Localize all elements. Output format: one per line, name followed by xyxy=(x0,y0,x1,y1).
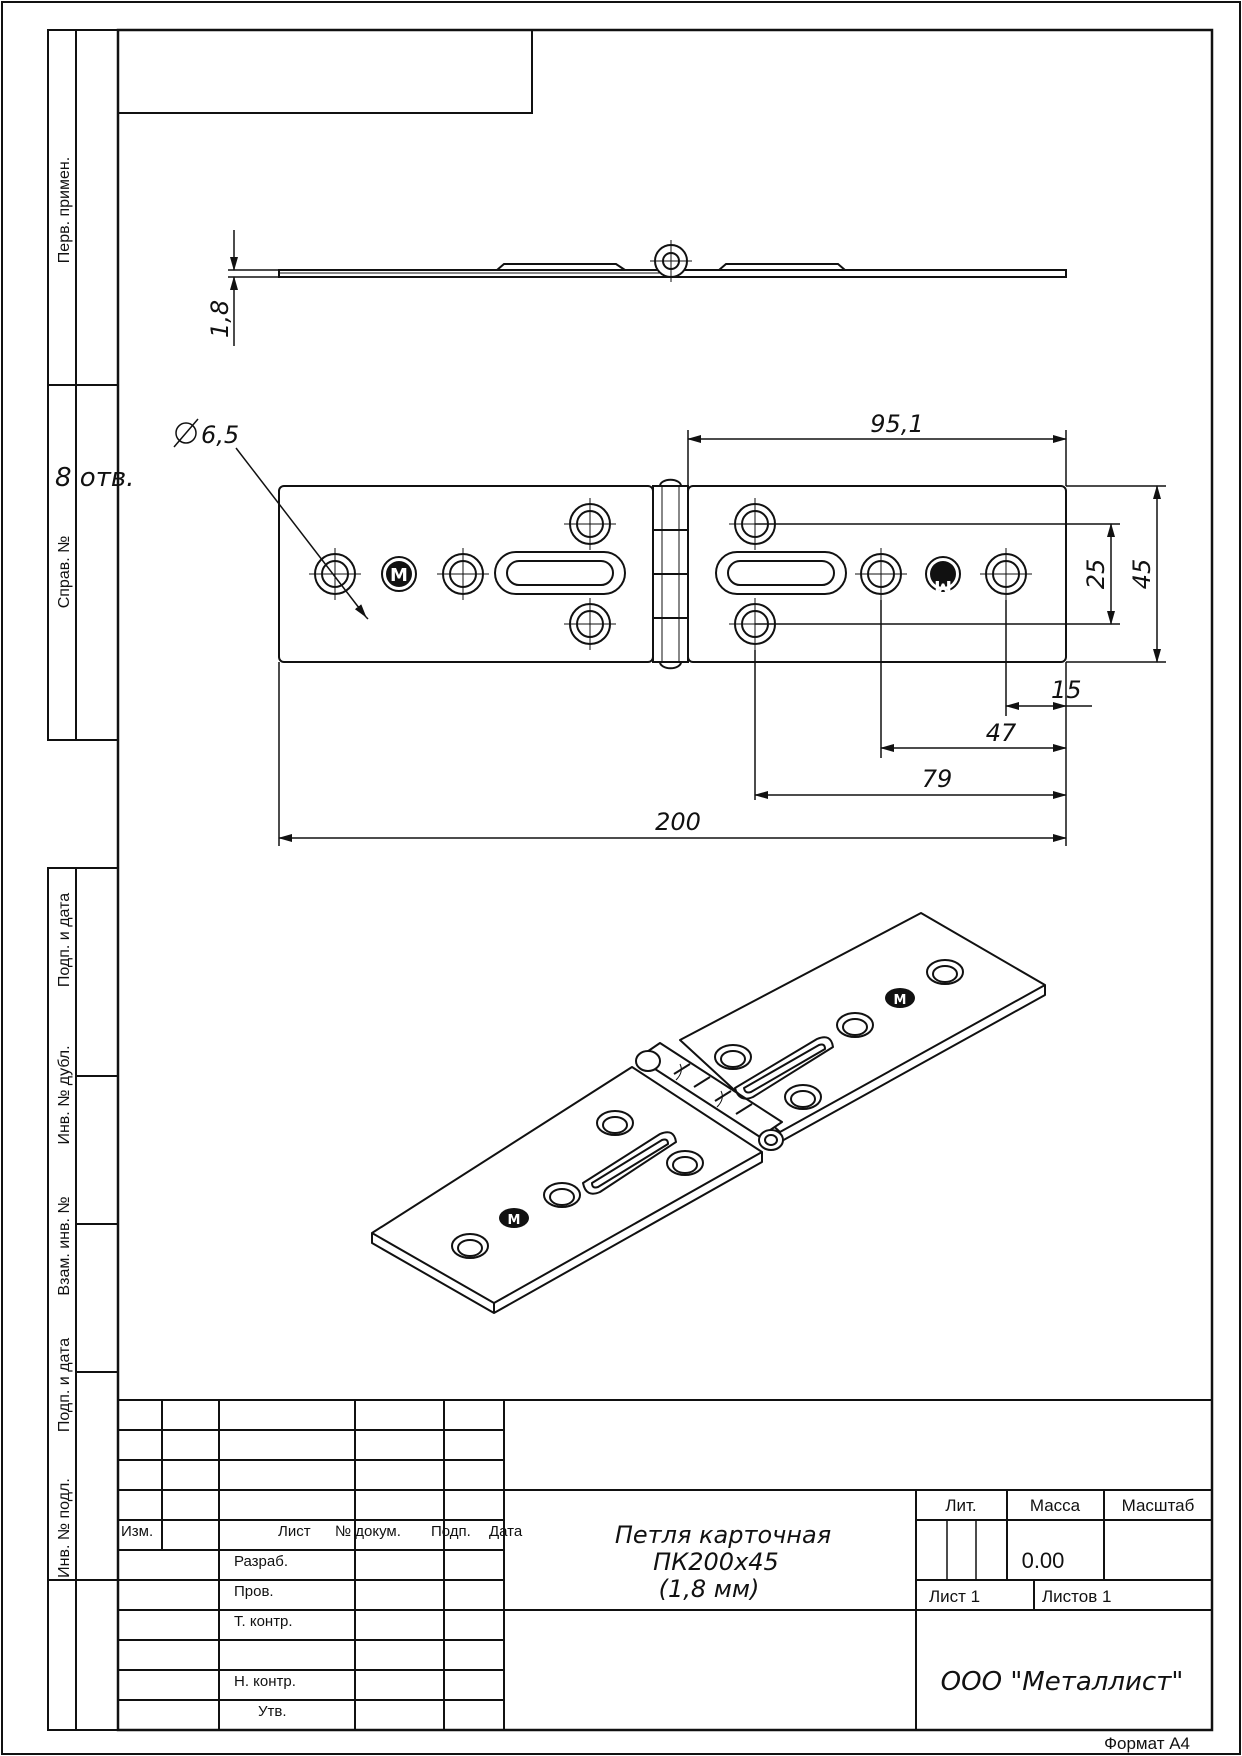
side-label-inv-podl: Инв. № подл. xyxy=(56,1478,73,1578)
svg-text:M: M xyxy=(390,565,408,586)
thickness-label: 1,8 xyxy=(206,300,234,338)
stamp-n-dokum: № докум. xyxy=(335,1523,401,1540)
hole-count-label: 8 отв. xyxy=(55,463,134,493)
plan-view xyxy=(278,478,1067,670)
diameter-leader xyxy=(173,418,369,620)
stamp-podp: Подп. xyxy=(431,1523,471,1540)
top-designation-box xyxy=(117,29,533,114)
side-label-perv-primen: Перв. примен. xyxy=(56,157,73,263)
stamp-masshtab: Масштаб xyxy=(1122,1496,1195,1515)
document-title-line3: (1,8 мм) xyxy=(659,1575,760,1603)
hole xyxy=(564,498,616,550)
stamp-izm: Изм. xyxy=(121,1523,153,1540)
side-label-podp-data-1: Подп. и дата xyxy=(56,893,73,987)
hole xyxy=(980,548,1032,600)
iso-logo-icon: M xyxy=(499,1208,529,1228)
stamp-list: Лист xyxy=(278,1523,311,1540)
dim-47-label: 47 xyxy=(986,719,1017,747)
hole-diameter-label: 6,5 xyxy=(201,421,239,449)
iso-slot xyxy=(582,1131,677,1195)
svg-text:M: M xyxy=(508,1213,521,1228)
stamp-mass-value: 0.00 xyxy=(1022,1548,1065,1573)
slot-right xyxy=(715,551,847,595)
svg-text:M: M xyxy=(934,576,952,597)
dim-79-label: 79 xyxy=(922,765,953,793)
side-label-podp-data-2: Подп. и дата xyxy=(56,1338,73,1432)
stamp-n-kontr: Н. контр. xyxy=(234,1673,296,1690)
iso-knuckles xyxy=(635,1042,784,1151)
dim-slot-span-label: 25 xyxy=(1082,559,1110,590)
isometric-view xyxy=(371,912,1046,1314)
company-name: ООО "Металлист" xyxy=(941,1667,1184,1697)
iso-holes xyxy=(451,959,964,1259)
side-label-sprav-no: Справ. № xyxy=(56,536,73,609)
stamp-t-kontr: Т. контр. xyxy=(234,1613,293,1630)
stamp-sheet: Лист 1 xyxy=(929,1587,980,1606)
document-title-line2: ПК200x45 xyxy=(653,1548,779,1576)
inner-frame xyxy=(116,28,1214,1732)
logo-emboss-icon: M xyxy=(381,556,417,592)
hole xyxy=(855,548,907,600)
side-label-vzam-inv: Взам. инв. № xyxy=(56,1196,73,1295)
slot-left xyxy=(494,551,626,595)
stamp-sheets: Листов 1 xyxy=(1042,1587,1111,1606)
dim-15-label: 15 xyxy=(1051,676,1082,704)
stamp-utv: Утв. xyxy=(258,1703,287,1720)
svg-text:M: M xyxy=(894,993,907,1008)
logo-emboss-icon: M xyxy=(925,556,961,597)
title-block xyxy=(118,1399,1212,1730)
dim-horizontal xyxy=(278,600,1092,846)
document-title-line1: Петля карточная xyxy=(615,1521,831,1549)
dim-200-label: 200 xyxy=(655,808,701,836)
stamp-prov: Пров. xyxy=(234,1583,274,1600)
iso-slot xyxy=(734,1036,834,1100)
side-view xyxy=(278,240,1067,282)
stamp-data: Дата xyxy=(489,1523,523,1540)
hole xyxy=(309,548,361,600)
dim-width-label: 45 xyxy=(1128,559,1156,590)
hole xyxy=(564,598,616,650)
stamp-razrab: Разраб. xyxy=(234,1553,288,1570)
stamp-massa: Масса xyxy=(1030,1496,1081,1515)
iso-leaf-left xyxy=(371,1066,763,1304)
thickness-dimension xyxy=(228,230,279,346)
dim-half-length-label: 95,1 xyxy=(870,410,923,438)
iso-logo-icon: M xyxy=(885,988,915,1008)
stamp-lit: Лит. xyxy=(945,1496,976,1515)
dim-half-length xyxy=(687,430,1067,486)
side-label-inv-dubl: Инв. № дубл. xyxy=(56,1045,73,1144)
hole xyxy=(437,548,489,600)
side-strip xyxy=(47,29,119,1731)
dim-vertical xyxy=(755,485,1166,663)
sheet-format: Формат А4 xyxy=(1104,1734,1190,1753)
